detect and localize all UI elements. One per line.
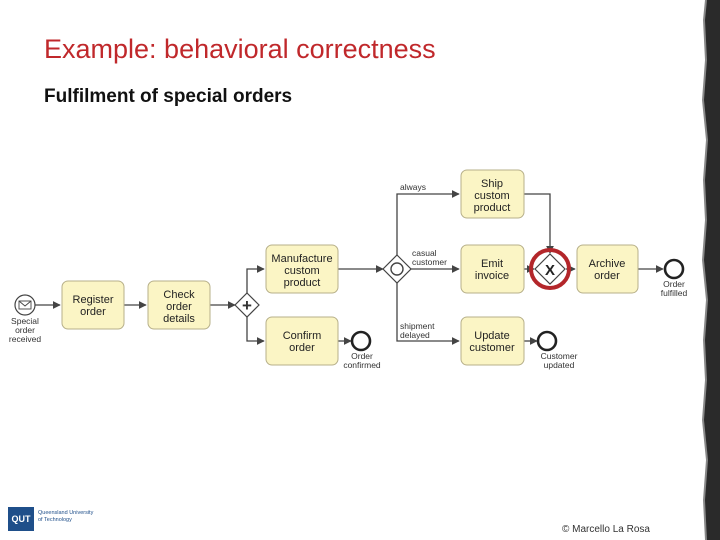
task-check-label-1: Check: [163, 289, 195, 301]
slide-subtitle: Fulfilment of special orders: [44, 86, 293, 107]
slide-title: Example: behavioral correctness: [44, 34, 436, 64]
end-fulfilled-label-2: fulfilled: [661, 288, 688, 298]
end-updated-label-2: updated: [544, 360, 575, 370]
task-ship-label-1: Ship: [481, 178, 503, 190]
start-label-1: Special: [11, 316, 39, 326]
task-confirm-label-1: Confirm: [283, 330, 322, 342]
end-event-order-fulfilled: Order fulfilled: [661, 258, 688, 298]
flow-label-always: always: [400, 182, 426, 192]
copyright-notice: © Marcello La Rosa: [562, 524, 650, 535]
task-archive-label-1: Archive: [589, 258, 626, 270]
end-confirmed-label-2: confirmed: [343, 360, 381, 370]
task-check-label-2: order: [166, 301, 192, 313]
end-updated-label-1: Customer: [541, 351, 578, 361]
flow-and-manufacture: [246, 265, 265, 293]
envelope-icon: [18, 300, 32, 310]
task-manufacture-custom-product: Manufacture custom product: [265, 244, 339, 294]
task-archive-label-2: order: [594, 270, 620, 282]
flow-label-shipment-2: delayed: [400, 330, 430, 340]
task-manufacture-label-3: product: [284, 277, 321, 289]
flow-or-ship: [396, 190, 460, 255]
task-archive-order: Archive order: [576, 244, 639, 294]
end-fulfilled-label-1: Order: [663, 279, 685, 289]
task-update-label-1: Update: [474, 330, 509, 342]
flow-ship-xor: [524, 193, 554, 254]
or-gateway: [382, 254, 412, 284]
task-emit-invoice: Emit invoice: [460, 244, 525, 294]
logo-text: Queensland University of Technology: [38, 510, 98, 524]
start-event: Special order received: [9, 294, 41, 344]
task-check-order-details: Check order details: [147, 280, 211, 330]
plus-icon: +: [242, 296, 252, 315]
torn-edge-decoration: [701, 0, 720, 540]
task-register-order: Register order: [61, 280, 125, 330]
task-ship-label-3: product: [474, 202, 511, 214]
task-emit-label-2: invoice: [475, 270, 509, 282]
highlight-circle: [529, 248, 571, 290]
x-icon: X: [545, 262, 555, 279]
logo-mark: QUT: [8, 507, 34, 531]
flow-label-casual-1: casual: [412, 248, 437, 258]
task-check-label-3: details: [163, 313, 195, 325]
university-logo: QUT Queensland University of Technology: [8, 507, 98, 531]
task-manufacture-label-1: Manufacture: [271, 253, 332, 265]
task-confirm-label-2: order: [289, 342, 315, 354]
end-event-customer-updated: Customer updated: [536, 330, 578, 370]
flow-label-casual-2: customer: [412, 257, 447, 267]
task-register-label-2: order: [80, 306, 106, 318]
task-ship-label-2: custom: [474, 190, 509, 202]
task-update-label-2: customer: [469, 342, 515, 354]
task-register-label-1: Register: [73, 294, 114, 306]
logo-line-2: of Technology: [38, 517, 72, 523]
task-emit-label-1: Emit: [481, 258, 503, 270]
flow-label-shipment-1: shipment: [400, 321, 435, 331]
task-manufacture-label-2: custom: [284, 265, 319, 277]
flow-and-confirm: [246, 317, 265, 345]
xor-gateway: X: [529, 248, 571, 290]
start-label-3: received: [9, 334, 41, 344]
end-event-order-confirmed: Order confirmed: [343, 330, 381, 370]
start-label-2: order: [15, 325, 35, 335]
logo-line-1: Queensland University: [38, 510, 94, 516]
and-gateway: +: [234, 292, 260, 318]
flow-or-update: [396, 283, 460, 345]
task-confirm-order: Confirm order: [265, 316, 339, 366]
circle-icon: [390, 262, 404, 276]
end-confirmed-label-1: Order: [351, 351, 373, 361]
task-ship-custom-product: Ship custom product: [460, 169, 525, 219]
task-update-customer: Update customer: [460, 316, 525, 366]
